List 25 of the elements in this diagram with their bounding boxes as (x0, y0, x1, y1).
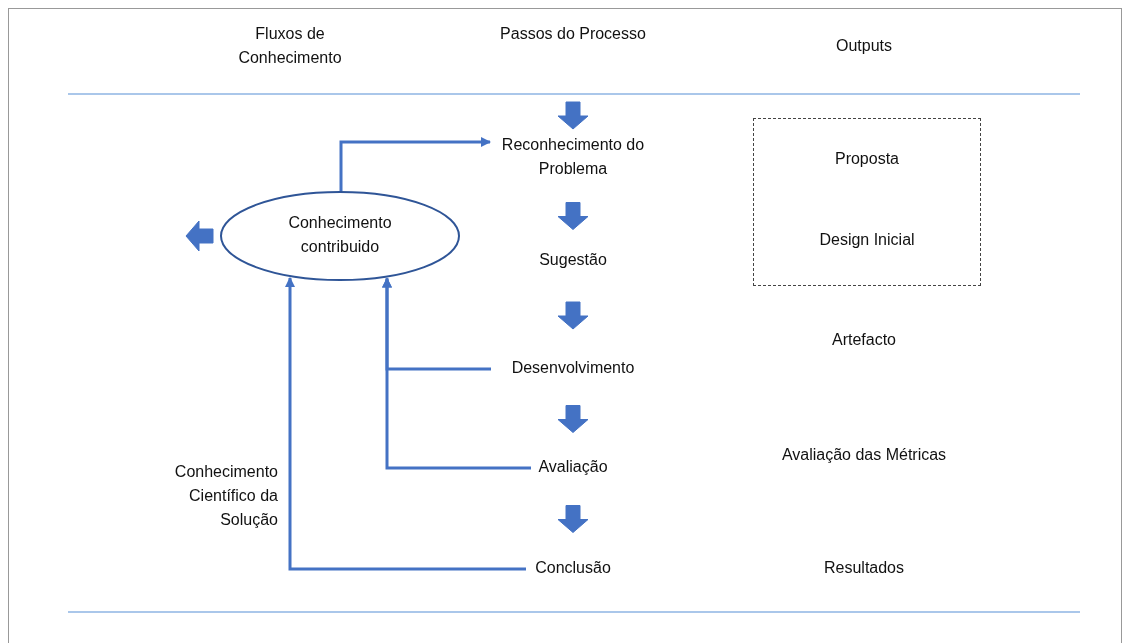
output-label: Artefacto (831, 330, 897, 350)
dashed-box (753, 118, 981, 286)
output-label: Avaliação das Métricas (780, 445, 948, 465)
column-heading: Fluxos de Conhecimento (237, 24, 343, 68)
column-heading: Outputs (835, 36, 893, 56)
flow-label: Conhecimento Científico da Solução (173, 462, 278, 530)
connector-arrow (284, 276, 526, 571)
process-step-label: Desenvolvimento (488, 356, 658, 382)
connector-arrow (339, 136, 491, 191)
node-label: Conhecimento contribuido (287, 213, 393, 257)
output-label: Resultados (822, 558, 905, 578)
block-arrow (557, 202, 589, 230)
output-label: Design Inicial (818, 230, 916, 250)
process-step-label: Sugestão (513, 248, 633, 274)
block-arrow (185, 220, 214, 252)
process-step-label: Avaliação (513, 455, 633, 481)
output-label: Proposta (833, 149, 900, 169)
block-arrow (557, 101, 589, 130)
column-heading: Passos do Processo (499, 24, 647, 44)
block-arrow (557, 301, 589, 330)
block-arrow (557, 505, 589, 533)
connector-arrow (381, 277, 531, 470)
block-arrow (557, 405, 589, 433)
process-step-label: Reconhecimento do Problema (488, 133, 658, 183)
process-step-label: Conclusão (513, 556, 633, 582)
